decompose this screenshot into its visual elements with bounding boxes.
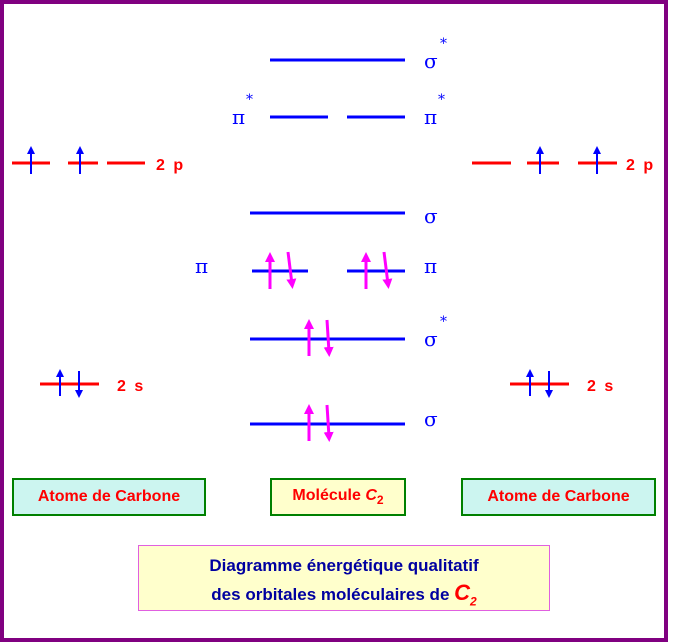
sigma-2s-electron-down <box>323 404 334 442</box>
sigma-2s-label: σ <box>424 407 438 431</box>
sigma-star-2s-asterisk: * <box>440 314 447 330</box>
molecule-label: Molécule C2 <box>292 487 383 507</box>
pi-star-asterisk-right: * <box>438 92 445 108</box>
right-atom-label: Atome de Carbone <box>487 488 630 505</box>
left-atom-box: Atome de Carbone <box>12 478 206 516</box>
pi-left-electron-down <box>286 251 297 289</box>
sigma-star-2p-asterisk: * <box>440 36 447 52</box>
caption-line-2-text: des orbitales moléculaires de <box>211 585 455 604</box>
pi-right-electron-down <box>382 251 393 289</box>
caption-formula-sub: 2 <box>470 594 477 609</box>
right-2s-label: 2 s <box>587 378 615 395</box>
pi-label-left: π <box>195 254 208 278</box>
pi-star-asterisk-left: * <box>246 92 253 108</box>
caption-line-1: Diagramme énergétique qualitatif <box>209 556 479 575</box>
caption-formula-c: C <box>454 580 471 605</box>
diagram-caption: Diagramme énergétique qualitatif des orb… <box>138 545 550 611</box>
caption-formula: C2 <box>454 580 477 609</box>
left-2p-label: 2 p <box>156 157 185 174</box>
molecule-box: Molécule C2 <box>270 478 406 516</box>
sigma-star-2s-label: σ <box>424 327 438 351</box>
pi-label-right: π <box>424 254 437 278</box>
molecule-label-sub: 2 <box>376 493 384 508</box>
molecule-label-prefix: Molécule <box>292 486 366 504</box>
left-2s-label: 2 s <box>117 378 145 395</box>
sigma-2p-label: σ <box>424 204 438 228</box>
sigma-star-2p-label: σ <box>424 49 438 73</box>
caption-line-2: des orbitales moléculaires de C2 <box>139 579 549 615</box>
pi-star-label-left: π <box>232 105 245 129</box>
left-atom-label: Atome de Carbone <box>37 488 181 505</box>
right-2p-label: 2 p <box>626 157 655 174</box>
molecule-label-c: C <box>365 486 377 504</box>
pi-star-label-right: π <box>424 105 437 129</box>
right-atom-box: Atome de Carbone <box>461 478 656 516</box>
sigma-star-2s-electron-down <box>323 319 334 357</box>
